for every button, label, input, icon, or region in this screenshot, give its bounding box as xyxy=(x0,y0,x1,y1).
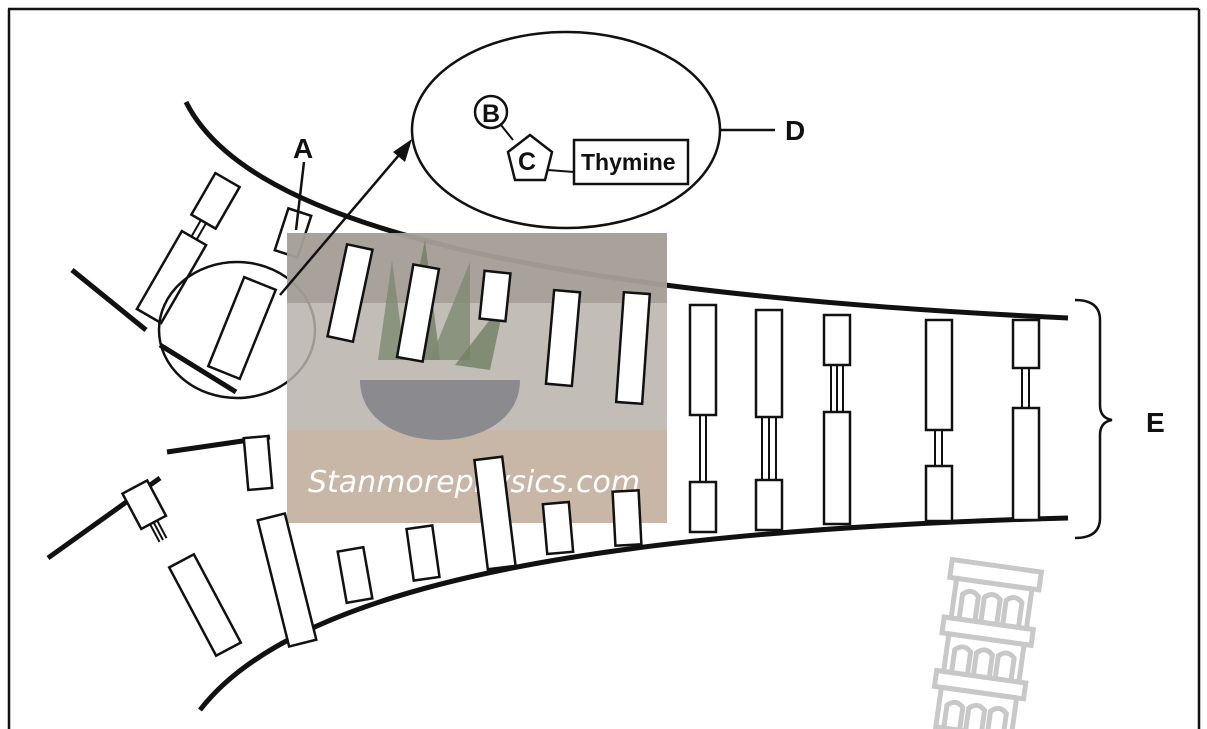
label-b: B xyxy=(482,100,500,128)
nucleotide-detail-ellipse xyxy=(412,32,720,228)
lower-left-joined-rung xyxy=(122,480,240,655)
label-e: E xyxy=(1146,407,1165,438)
label-a: A xyxy=(293,133,313,164)
label-d: D xyxy=(785,115,805,146)
upper-left-joined-rung xyxy=(137,173,240,323)
leaning-tower-icon xyxy=(929,560,1042,729)
paired-base-rungs xyxy=(690,305,1039,532)
nucleotide-detail: B C Thymine xyxy=(412,32,720,228)
label-c: C xyxy=(518,148,536,176)
lower-sugar-phosphate-backbone xyxy=(200,518,1068,710)
watermark-text: Stanmorephysics.com xyxy=(308,465,640,500)
bracket-e xyxy=(1075,300,1112,538)
thymine-label: Thymine xyxy=(581,149,676,175)
